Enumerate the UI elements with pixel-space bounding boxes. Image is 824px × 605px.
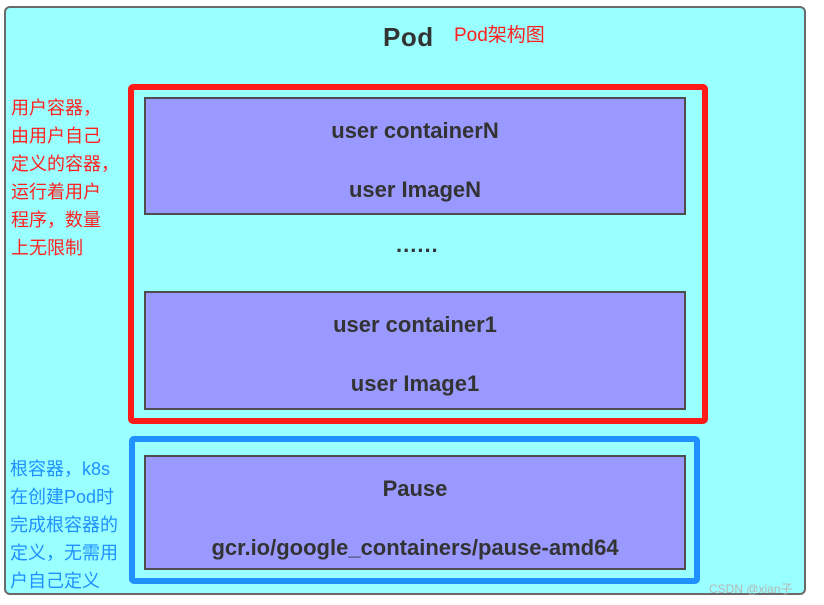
container-name: user containerN — [331, 118, 499, 143]
pause-annotation-line: 根容器，k8s — [10, 459, 111, 479]
container-image: user Image1 — [350, 371, 480, 396]
pause-annotation-line: 在创建Pod时 — [10, 487, 115, 507]
pause-annotation-line: 定义，无需用 — [10, 543, 118, 563]
user-containers-frame — [128, 84, 708, 424]
watermark: CSDN @xian子 — [709, 582, 793, 596]
container-name: Pause — [382, 476, 448, 501]
pod-subtitle: Pod架构图 — [454, 25, 545, 46]
ellipsis: ...... — [396, 232, 439, 257]
user-annotation-line: 程序，数量 — [11, 210, 101, 230]
user-container-1-box: user container1 user Image1 — [144, 291, 686, 410]
pod-title: Pod — [383, 22, 434, 52]
pause-container-annotation: 根容器，k8s 在创建Pod时 完成根容器的 定义，无需用 户自己定义 — [10, 455, 132, 595]
user-container-annotation: 用户容器， 由用户自己 定义的容器， 运行着用户 程序，数量 上无限制 — [11, 94, 123, 262]
pause-annotation-line: 完成根容器的 — [10, 515, 118, 535]
pause-container-frame — [129, 436, 700, 584]
container-image: gcr.io/google_containers/pause-amd64 — [211, 535, 619, 560]
container-name: user container1 — [333, 312, 497, 337]
user-annotation-line: 用户容器， — [11, 98, 101, 118]
user-container-n-box: user containerN user ImageN — [144, 97, 686, 215]
user-annotation-line: 运行着用户 — [11, 182, 101, 202]
container-image: user ImageN — [348, 177, 482, 202]
user-annotation-line: 由用户自己 — [11, 126, 101, 146]
user-annotation-line: 上无限制 — [11, 238, 83, 258]
pause-container-box: Pause gcr.io/google_containers/pause-amd… — [144, 455, 686, 570]
pause-annotation-line: 户自己定义 — [10, 571, 100, 591]
user-annotation-line: 定义的容器， — [11, 154, 119, 174]
